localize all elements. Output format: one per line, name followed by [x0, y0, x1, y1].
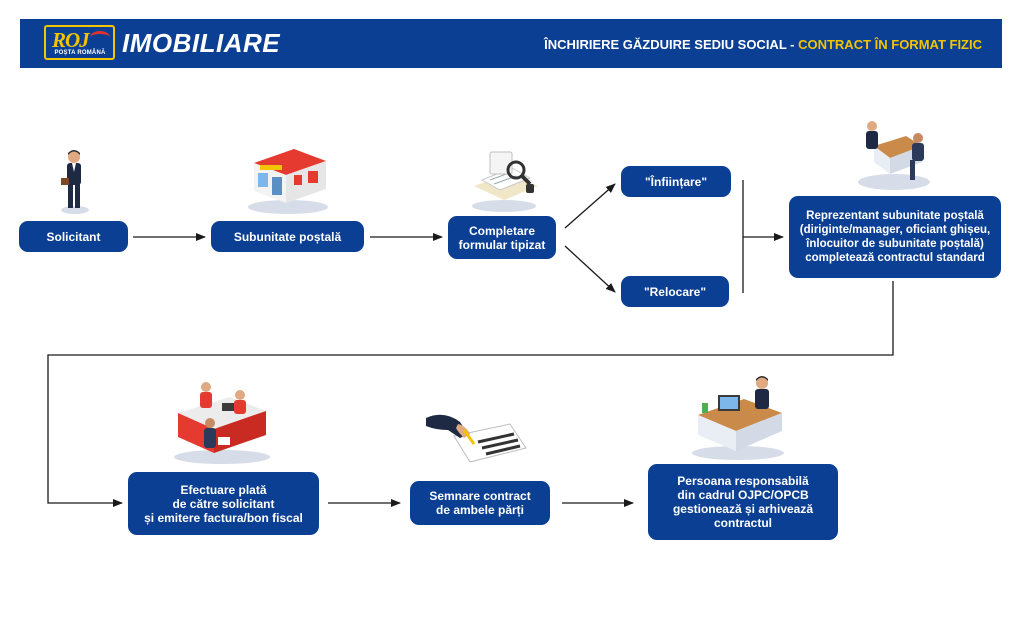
post-office-building-icon	[248, 149, 328, 214]
payment-counter-icon	[174, 382, 270, 464]
connector-reprezentant-plata	[47, 281, 894, 507]
posta-romana-logo: ROJ POȘTA ROMÂNĂ	[44, 25, 115, 60]
node-persoana-responsabila: Persoana responsabilă din cadrul OJPC/OP…	[648, 464, 838, 540]
node-infiintare: "Înființare"	[621, 166, 731, 197]
brand-title: IMOBILIARE	[122, 28, 281, 58]
arrow-completare-infiintare	[564, 183, 616, 229]
meeting-desk-icon	[858, 121, 930, 190]
signing-contract-icon	[426, 414, 527, 463]
node-reprezentant: Reprezentant subunitate poștală (dirigin…	[789, 196, 1001, 278]
page-title: ÎNCHIRIERE GĂZDUIRE SEDIU SOCIAL - CONTR…	[544, 37, 982, 52]
node-completare-formular: Completare formular tipizat	[448, 216, 556, 259]
logo-mark: ROJ	[52, 28, 90, 52]
logo-subtitle: POȘTA ROMÂNĂ	[54, 50, 106, 56]
node-semnare-contract: Semnare contract de ambele părți	[410, 481, 550, 525]
node-subunitate-postala: Subunitate poștală	[211, 221, 364, 252]
title-highlight: CONTRACT ÎN FORMAT FIZIC	[798, 37, 982, 52]
title-main: ÎNCHIRIERE GĂZDUIRE SEDIU SOCIAL -	[544, 37, 799, 52]
node-relocare: "Relocare"	[621, 276, 729, 307]
logo-swoosh-icon	[90, 31, 110, 44]
node-efectuare-plata: Efectuare plată de către solicitant și e…	[128, 472, 319, 535]
businessman-icon	[61, 150, 89, 214]
office-worker-desk-icon	[692, 376, 784, 460]
header-bar: ROJ POȘTA ROMÂNĂ IMOBILIARE ÎNCHIRIERE G…	[20, 19, 1002, 68]
form-magnifier-icon	[472, 151, 538, 212]
arrow-completare-relocare	[564, 245, 616, 293]
node-solicitant: Solicitant	[19, 221, 128, 252]
